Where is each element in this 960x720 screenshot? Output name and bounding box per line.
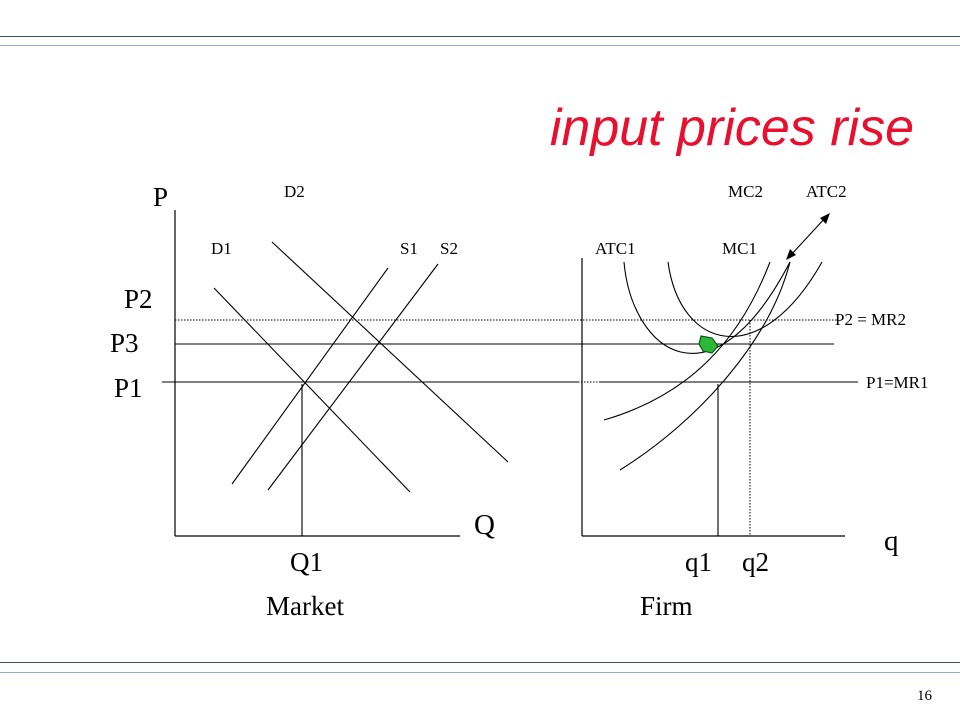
intersection-marker <box>698 335 719 354</box>
mc1-label: MC1 <box>722 239 757 258</box>
supply-s2-label: S2 <box>440 239 458 258</box>
top-rule-light <box>0 45 960 46</box>
shift-arrow-head-lower <box>786 249 796 260</box>
bottom-rule-dark <box>0 662 960 663</box>
atc1-label: ATC1 <box>595 239 636 258</box>
demand-d2-label: D2 <box>284 182 305 201</box>
price-p2-label: P2 <box>124 284 153 314</box>
demand-d1-label: D1 <box>211 239 232 258</box>
firm-q2-label: q2 <box>742 547 769 577</box>
demand-curve-d2 <box>271 241 509 463</box>
top-rule-dark <box>0 36 960 37</box>
supply-curve-s2 <box>267 263 439 491</box>
supply-s1-label: S1 <box>400 239 418 258</box>
demand-curve-d1 <box>213 287 411 493</box>
page-number: 16 <box>917 688 932 704</box>
atc2-label: ATC2 <box>806 182 847 201</box>
price-p3-label: P3 <box>110 328 139 358</box>
firm-panel-label: Firm <box>640 591 693 621</box>
mr2-label: P2 = MR2 <box>835 310 906 329</box>
shift-arrow-head-upper <box>820 213 830 224</box>
mc2-curve <box>619 261 791 471</box>
price-p1-label: P1 <box>114 373 143 403</box>
market-q1-label: Q1 <box>290 547 323 577</box>
mc2-label: MC2 <box>728 182 763 201</box>
mr1-label: P1=MR1 <box>866 373 929 392</box>
market-quantity-axis-label: Q <box>474 509 495 541</box>
bottom-rule-light <box>0 672 960 673</box>
atc1-curve <box>623 261 791 354</box>
firm-q1-label: q1 <box>685 547 712 577</box>
slide-title: input prices rise <box>549 99 914 157</box>
mc1-curve <box>603 261 771 421</box>
atc2-curve <box>667 261 823 337</box>
market-panel-label: Market <box>266 591 344 621</box>
shift-arrow <box>789 216 827 257</box>
market-price-axis-label: P <box>153 182 168 212</box>
supply-curve-s1 <box>231 267 389 485</box>
firm-quantity-axis-label: q <box>884 525 899 557</box>
